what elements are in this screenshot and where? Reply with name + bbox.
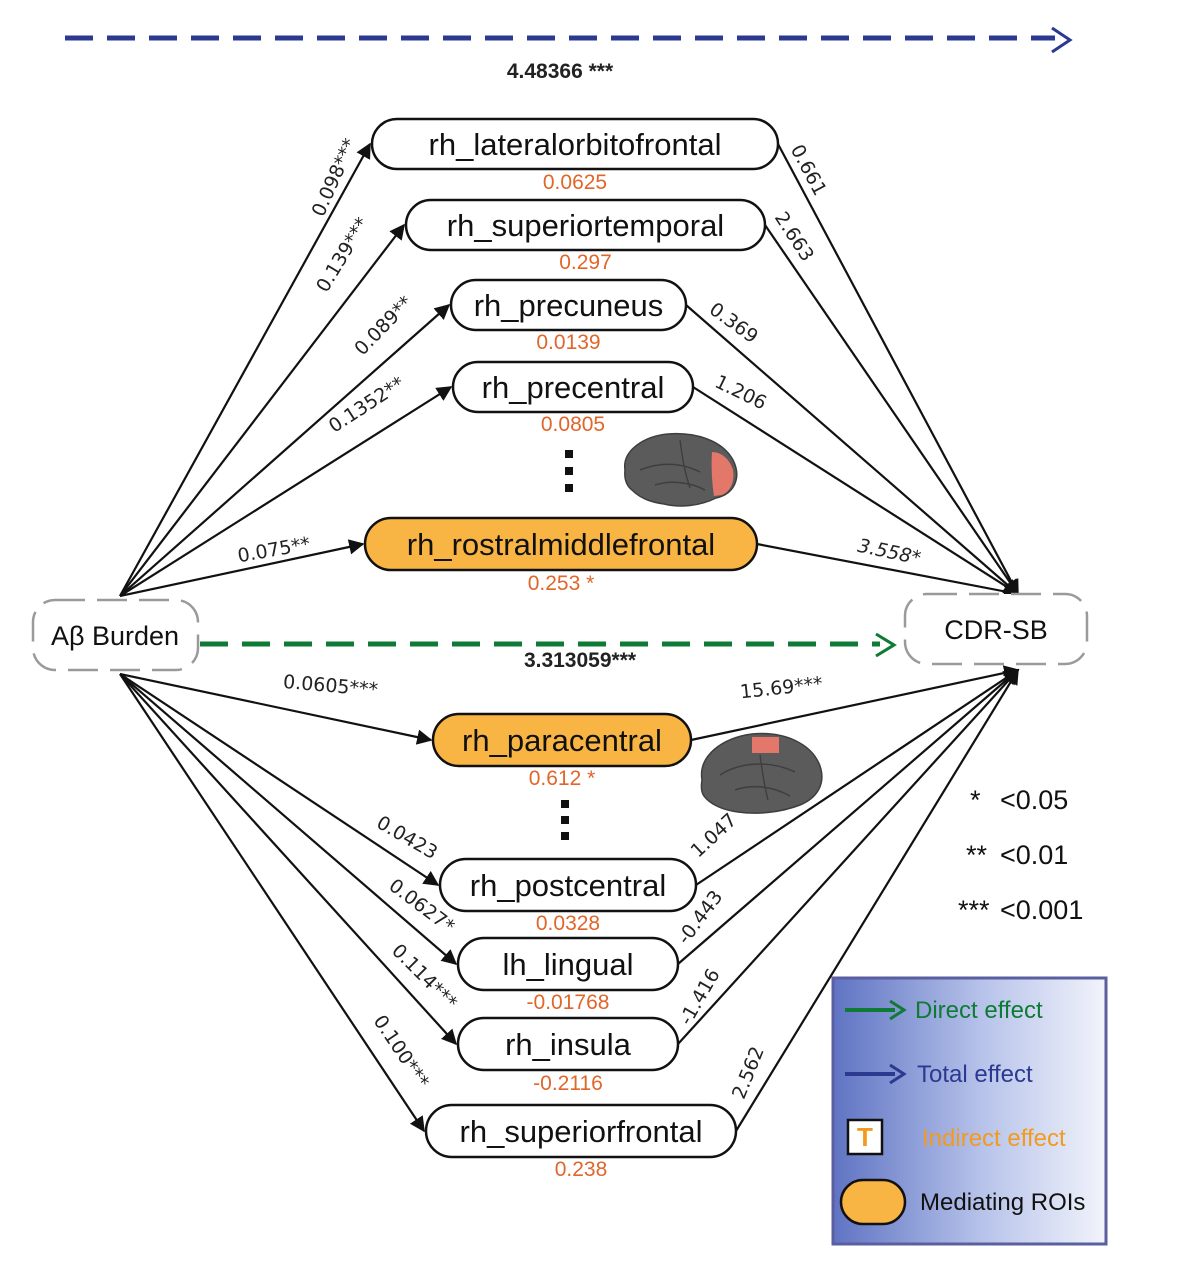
lower-b-path-5 <box>735 668 1019 1132</box>
lower-a-coefficient-1: 0.0605*** <box>282 671 379 701</box>
ellipsis-upper <box>565 450 573 492</box>
lower-indirect-effect-2: 0.0328 <box>536 912 600 935</box>
lower-mediator-label-5: rh_superiorfrontal <box>460 1114 703 1149</box>
outcome-label: CDR-SB <box>944 615 1048 645</box>
upper-a-path-4 <box>119 386 453 597</box>
lower-mediator-box-1 <box>431 712 693 768</box>
lower-b-path-4 <box>677 668 1020 1045</box>
sig-stars-3: *** <box>958 895 990 925</box>
upper-a-coefficient-2: 0.139*** <box>312 214 374 296</box>
source-label: Aβ Burden <box>51 621 179 651</box>
lower-a-path-5 <box>119 673 425 1133</box>
upper-b-path-2 <box>764 224 1019 596</box>
lower-b-path-3 <box>677 668 1020 965</box>
total-effect-arrow <box>65 26 1073 54</box>
lower-mediator-box-4 <box>456 1016 680 1072</box>
lower-b-path-2 <box>695 669 1020 886</box>
lower-mediator-box-3 <box>456 936 680 992</box>
upper-a-coefficient-3: 0.089** <box>350 292 417 360</box>
lower-mediator-label-3: lh_lingual <box>503 947 634 982</box>
legend-mediating-swatch-icon <box>839 1178 907 1226</box>
legend-indirect-label: Indirect effect <box>922 1125 1066 1152</box>
lower-mediator-box-5 <box>424 1103 738 1159</box>
upper-indirect-effect-4: 0.0805 <box>541 413 605 436</box>
upper-a-path-2 <box>119 223 405 597</box>
lower-b-coefficient-5: 2.562 <box>728 1043 769 1102</box>
sig-threshold-3: <0.001 <box>1000 895 1083 925</box>
upper-b-path-4 <box>692 386 1020 595</box>
direct-effect-arrow <box>200 632 897 658</box>
upper-mediator-box-1 <box>370 117 780 171</box>
upper-a-path-3 <box>119 303 451 597</box>
mediator-nodes: rh_lateralorbitofrontal 0.0625 rh_superior… <box>363 117 780 1181</box>
significance-key: * <0.05 ** <0.01 *** <0.001 <box>958 785 1083 925</box>
ellipsis-lower <box>561 800 569 840</box>
brain-lateral-icon <box>624 432 738 507</box>
upper-indirect-effect-3: 0.0139 <box>536 331 600 354</box>
lower-a-path-1 <box>119 672 433 745</box>
upper-a-path-5 <box>119 539 365 598</box>
lower-indirect-effect-3: -0.01768 <box>527 991 610 1014</box>
upper-b-coefficient-4: 1.206 <box>711 371 770 415</box>
upper-mediator-label-5: rh_rostralmiddlefrontal <box>407 527 715 562</box>
total-effect-value: 4.48366 *** <box>507 60 614 83</box>
upper-mediator-box-5 <box>363 516 759 572</box>
path-lines <box>119 142 1020 1133</box>
lower-a-coefficient-2: 0.0423 <box>373 812 442 864</box>
legend: Direct effect Total effect T Indirect ef… <box>831 976 1108 1246</box>
lower-a-coefficient-4: 0.114*** <box>387 940 461 1014</box>
legend-direct-label: Direct effect <box>915 997 1043 1024</box>
lower-b-coefficient-2: 1.047 <box>687 809 742 862</box>
upper-b-path-5 <box>756 542 1020 599</box>
lower-mediator-box-2 <box>438 857 698 913</box>
sig-threshold-1: <0.05 <box>1000 785 1068 815</box>
upper-mediator-box-2 <box>404 198 767 252</box>
upper-b-coefficient-3: 0.369 <box>705 298 762 348</box>
lower-a-coefficient-5: 0.100*** <box>369 1011 434 1092</box>
lower-a-path-2 <box>119 673 440 886</box>
upper-b-coefficient-2: 2.663 <box>770 208 818 266</box>
upper-indirect-effect-5: 0.253 * <box>528 572 595 595</box>
upper-mediator-label-4: rh_precentral <box>482 370 665 405</box>
legend-total-arrow-icon <box>845 1063 907 1085</box>
upper-b-path-1 <box>777 143 1019 596</box>
upper-mediator-box-3 <box>449 278 688 332</box>
legend-indirect-marker-letter: T <box>857 1122 873 1152</box>
brain-medial-icon <box>700 732 823 814</box>
lower-mediator-label-2: rh_postcentral <box>470 868 666 903</box>
outcome-node: CDR-SB <box>903 592 1089 666</box>
legend-direct-arrow-icon <box>845 999 907 1021</box>
lower-indirect-effect-4: -0.2116 <box>533 1072 603 1095</box>
upper-mediator-box-4 <box>451 360 695 414</box>
lower-mediator-label-4: rh_insula <box>505 1027 632 1062</box>
lower-b-coefficient-1: 15.69*** <box>739 673 824 704</box>
lower-a-path-4 <box>119 673 458 1046</box>
upper-b-path-3 <box>685 304 1020 596</box>
direct-effect-value: 3.313059*** <box>524 649 637 672</box>
upper-indirect-effect-1: 0.0625 <box>543 171 607 194</box>
lower-indirect-effect-5: 0.238 <box>555 1158 608 1181</box>
legend-total-label: Total effect <box>917 1061 1033 1088</box>
upper-a-path-1 <box>119 142 371 597</box>
upper-indirect-effect-2: 0.297 <box>559 251 612 274</box>
legend-mediating-label: Mediating ROIs <box>920 1189 1085 1216</box>
sig-threshold-2: <0.01 <box>1000 840 1068 870</box>
lower-indirect-effect-1: 0.612 * <box>529 767 596 790</box>
upper-mediator-label-3: rh_precuneus <box>474 288 664 323</box>
legend-indirect-marker-icon <box>846 1118 884 1156</box>
lower-b-path-1 <box>690 665 1020 742</box>
lower-a-path-3 <box>119 673 458 966</box>
sig-stars-1: * <box>970 785 981 815</box>
lower-mediator-label-1: rh_paracentral <box>462 723 662 758</box>
source-node: Aβ Burden <box>31 598 200 672</box>
upper-mediator-label-2: rh_superiortemporal <box>447 208 724 243</box>
upper-mediator-label-1: rh_lateralorbitofrontal <box>429 127 722 162</box>
sig-stars-2: ** <box>966 840 988 870</box>
